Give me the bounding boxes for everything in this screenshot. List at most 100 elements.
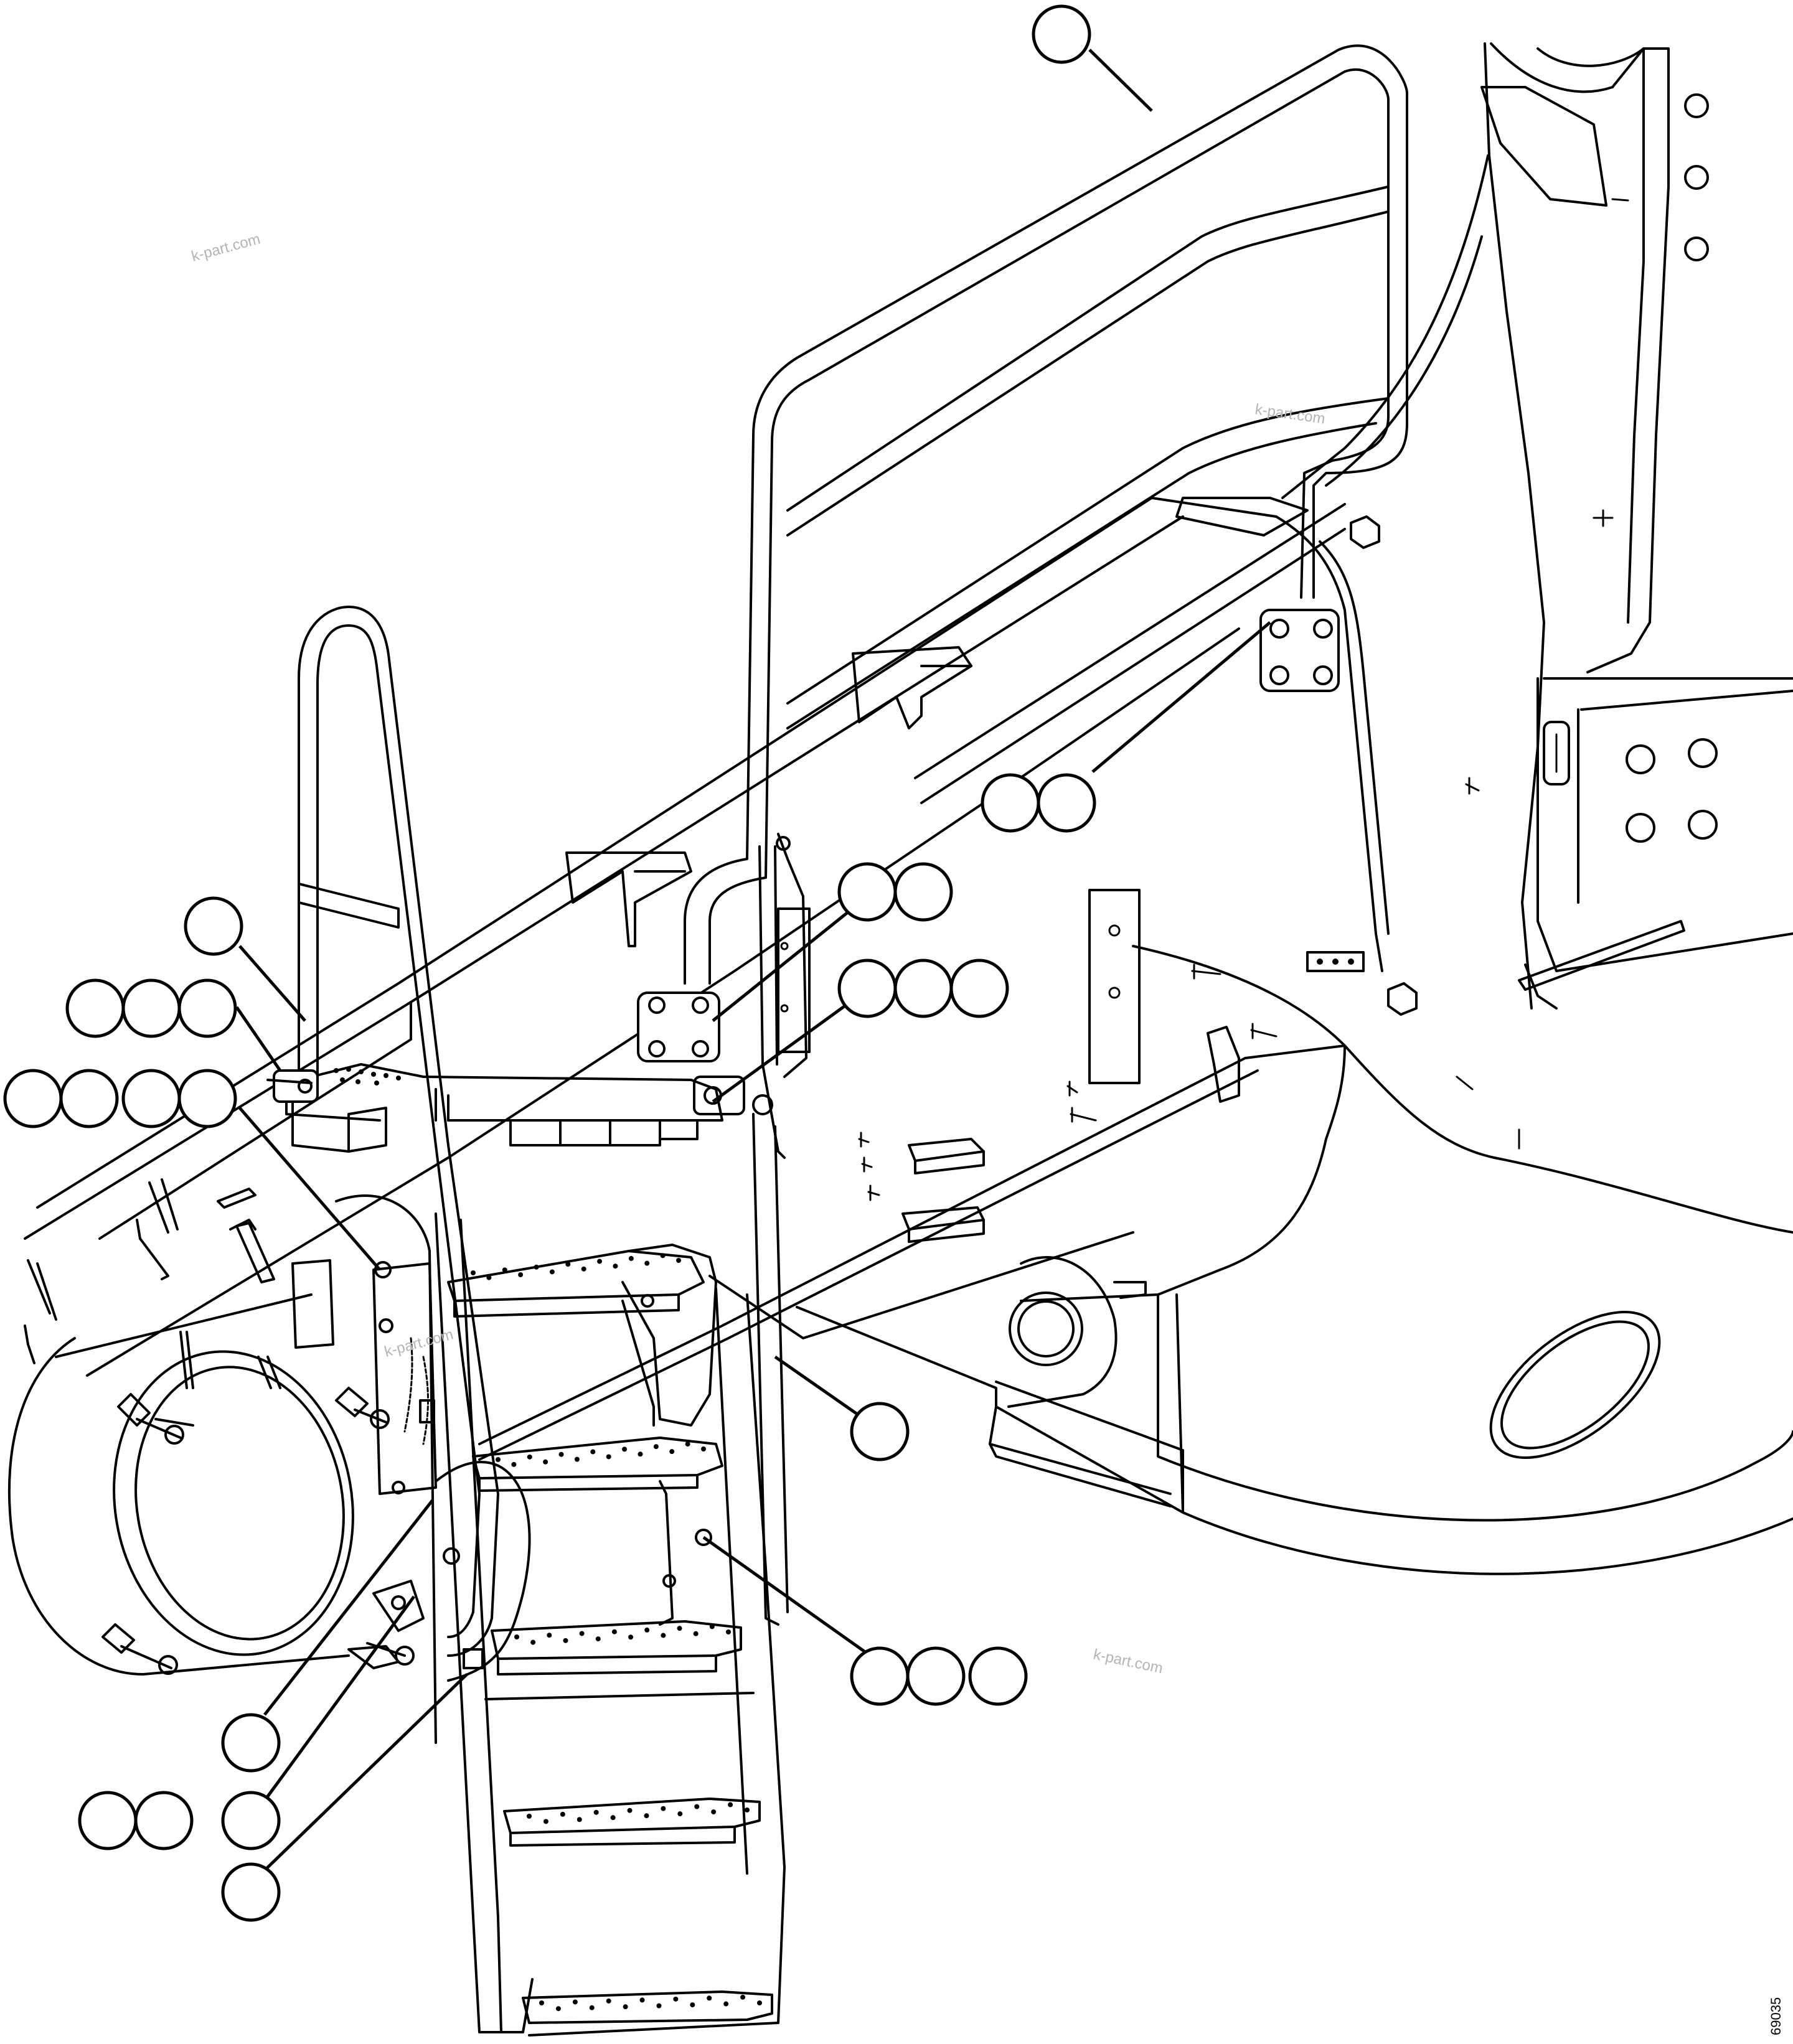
perforation-hole [581, 1266, 586, 1272]
perforation-hole [527, 1814, 532, 1819]
callout-leaders [235, 49, 1271, 1872]
perforation-hole [593, 1809, 599, 1815]
ladder-stringers [347, 1212, 786, 2037]
callout-circle[interactable] [78, 1791, 138, 1850]
perforation-hole [502, 1267, 507, 1273]
perforation-hole [638, 1451, 643, 1457]
perforation-hole [644, 1260, 650, 1266]
perforation-hole [685, 1442, 690, 1447]
perforation-hole [530, 1639, 536, 1645]
perforation-hole [745, 1807, 750, 1812]
step-perforations [471, 1253, 762, 2012]
callout-circle[interactable] [981, 773, 1040, 833]
perforation-hole [669, 1449, 675, 1455]
perforation-hole [656, 2003, 662, 2009]
perforation-hole [565, 1262, 571, 1267]
ladder-handrail-left [266, 606, 499, 1657]
callout-circle[interactable] [134, 1791, 194, 1850]
perforation-hole [543, 1459, 548, 1465]
perforation-hole [677, 1626, 682, 1631]
perforation-hole [711, 1809, 717, 1815]
perforation-hole [471, 1270, 476, 1275]
perforation-hole [757, 2000, 762, 2005]
perforation-hole [726, 1629, 731, 1634]
perforation-hole [549, 1269, 555, 1275]
perforation-hole [611, 1629, 617, 1634]
perforation-hole [543, 1819, 548, 1824]
perforation-hole [628, 1634, 634, 1640]
perforation-hole [579, 1631, 585, 1636]
perforation-hole [728, 1802, 733, 1807]
perforation-hole [644, 1813, 649, 1819]
watermark-text: k-part.com [190, 230, 262, 265]
perforation-hole [709, 1624, 715, 1629]
perforation-hole [496, 1457, 501, 1462]
perforation-hole [627, 1807, 633, 1813]
perforation-hole [707, 1995, 712, 2001]
callout-circle[interactable] [837, 959, 897, 1018]
perforation-hole [511, 1461, 517, 1467]
callout-circle[interactable] [906, 1646, 966, 1706]
perforation-hole [660, 1253, 666, 1259]
figure-code: 69035 [1768, 1997, 1784, 2035]
ladder-step-1 [447, 1250, 705, 1318]
perforation-hole [613, 1263, 618, 1269]
perforation-hole [673, 1996, 679, 2002]
callout-circle[interactable] [221, 1791, 281, 1850]
callout-circle[interactable] [968, 1646, 1028, 1706]
perforation-hole [606, 1998, 611, 2004]
callout-circle[interactable] [65, 978, 125, 1038]
callout-circle[interactable] [221, 1713, 281, 1773]
callout-circle[interactable] [949, 959, 1009, 1018]
perforation-hole [623, 2004, 628, 2010]
perforation-hole [560, 1811, 565, 1817]
callout-circle[interactable] [893, 959, 953, 1018]
perforation-hole [740, 1994, 746, 2000]
perforation-hole [574, 1456, 580, 1462]
perforation-hole [723, 2001, 729, 2007]
callout-circle[interactable] [850, 1646, 910, 1706]
ladder-support-strut [693, 833, 811, 1626]
perforation-hole [653, 1444, 659, 1450]
machine-frame-right [1281, 42, 1793, 1150]
perforation-hole [661, 1806, 666, 1811]
perforation-hole [534, 1264, 539, 1270]
callout-circle[interactable] [121, 1069, 181, 1128]
callout-circle[interactable] [893, 862, 953, 922]
callout-circle[interactable] [59, 1069, 119, 1128]
perforation-hole [701, 1446, 706, 1451]
upper-handrail [637, 44, 1408, 1062]
callout-circle[interactable] [1037, 773, 1096, 833]
perforation-hole [622, 1446, 628, 1452]
perforation-hole [694, 1804, 700, 1809]
perforation-hole [644, 1627, 650, 1633]
perforation-hole [595, 1636, 601, 1642]
callout-circle[interactable] [121, 978, 181, 1038]
grating-holes [334, 1067, 401, 1085]
callout-circle[interactable] [850, 1402, 910, 1461]
platform-side-panel [24, 497, 1418, 1461]
perforation-hole [677, 1811, 683, 1817]
perforation-hole [606, 1454, 611, 1460]
callout-circle[interactable] [184, 896, 243, 956]
perforation-hole [558, 1451, 564, 1457]
perforation-hole [661, 1633, 666, 1638]
callout-circle[interactable] [177, 978, 237, 1038]
callout-circles [3, 4, 1096, 1922]
perforation-hole [690, 2002, 695, 2008]
perforation-hole [589, 2005, 595, 2010]
callout-circle[interactable] [1032, 4, 1091, 64]
callout-circle[interactable] [177, 1069, 237, 1128]
callout-circle[interactable] [837, 862, 897, 922]
left-tank-assembly [7, 1178, 531, 1744]
perforation-hole [539, 2000, 544, 2005]
perforation-hole [693, 1631, 699, 1636]
perforation-hole [576, 1817, 582, 1822]
perforation-hole [518, 1272, 524, 1278]
callout-circle[interactable] [3, 1069, 63, 1128]
callout-circle[interactable] [221, 1862, 281, 1922]
ladder-step-4 [503, 1798, 761, 1847]
perforation-hole [639, 1997, 645, 2003]
perforation-hole [610, 1815, 616, 1821]
